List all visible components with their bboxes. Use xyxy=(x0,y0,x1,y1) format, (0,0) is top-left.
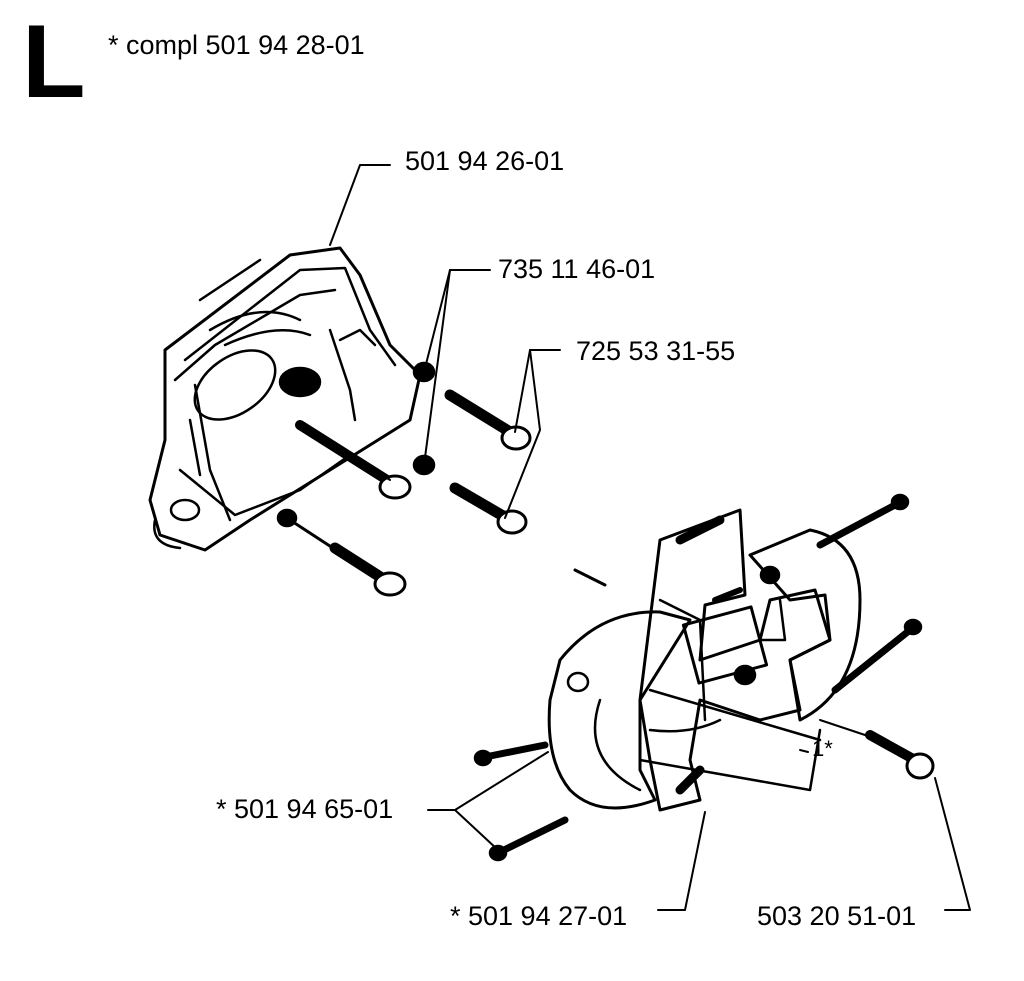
clutch-assembly xyxy=(549,510,860,810)
housing-part-number: 501 94 26-01 xyxy=(405,146,565,176)
leader-lines-lower xyxy=(428,750,970,910)
clutch-housing xyxy=(150,248,420,550)
leader-lines-upper xyxy=(330,165,560,518)
clutch-screw-part-number: * 501 94 65-01 xyxy=(216,794,394,824)
clutch-marker: 1* xyxy=(812,736,833,761)
section-letter: L xyxy=(22,4,86,120)
bolt-part-number: 503 20 51-01 xyxy=(757,901,917,931)
washer-part-number: 735 11 46-01 xyxy=(498,254,656,284)
housing-screws xyxy=(278,363,530,595)
clutch-screws xyxy=(475,495,933,860)
clutch-spring-part-number: * 501 94 27-01 xyxy=(450,901,628,931)
assembly-note: * compl 501 94 28-01 xyxy=(108,30,365,60)
upper-screw-part-number: 725 53 31-55 xyxy=(576,336,736,366)
